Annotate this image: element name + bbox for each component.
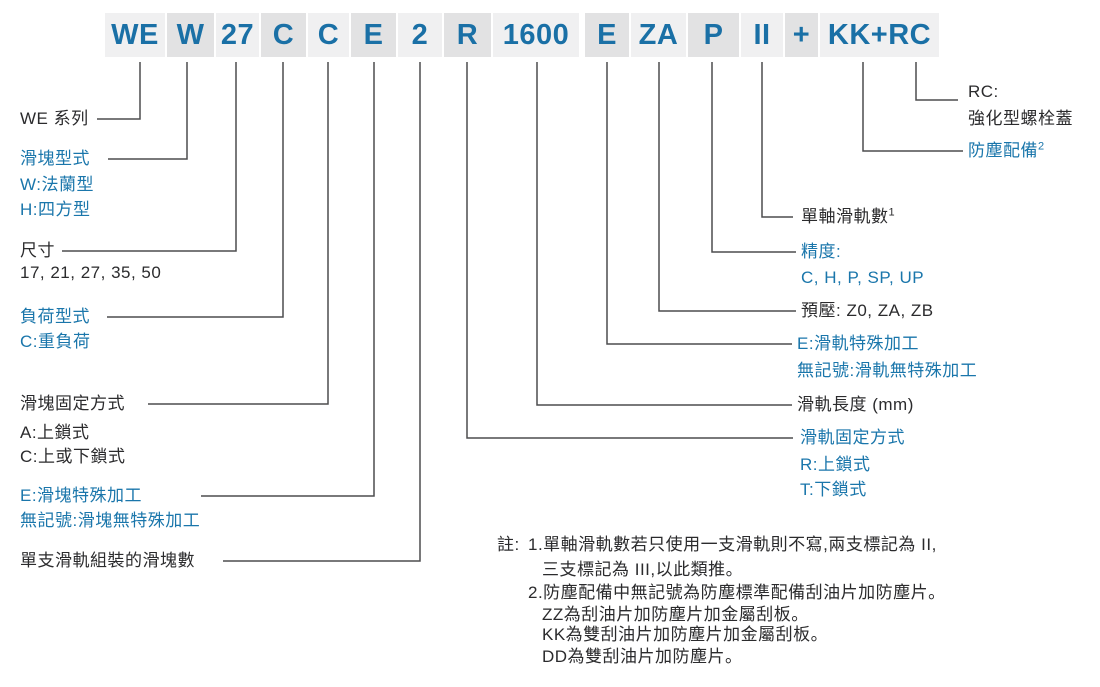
code-token-block-type: W <box>167 13 214 57</box>
code-token-block-fix: C <box>308 13 349 57</box>
label-block-type-title: 滑塊型式 <box>20 149 90 168</box>
footnote-line: 2.防塵配備中無記號為防塵標準配備刮油片加防塵片。 <box>528 583 946 602</box>
connector-rc <box>915 62 958 101</box>
label-size-title: 尺寸 <box>20 241 55 260</box>
label-load-type-title: 負荷型式 <box>20 307 90 326</box>
rails-count-footnote-marker: 1 <box>888 206 896 219</box>
code-token-preload: ZA <box>631 13 686 57</box>
code-token-dust-proof: KK+RC <box>820 13 939 57</box>
label-rail-special-e: E:滑軌特殊加工 <box>797 334 920 353</box>
code-token-block-count: 2 <box>398 13 442 57</box>
code-token-plus: + <box>785 13 818 57</box>
label-rail-fix-title: 滑軌固定方式 <box>800 428 905 447</box>
label-rails-count: 單軸滑軌數1 <box>801 206 896 226</box>
footnote-line: ZZ為刮油片加防塵片加金屬刮板。 <box>542 605 809 624</box>
code-token-series: WE <box>105 13 165 57</box>
label-load-type-c: C:重負荷 <box>20 332 91 351</box>
connector-block-type <box>108 62 188 160</box>
label-block-fix-title: 滑塊固定方式 <box>20 394 125 413</box>
label-rc-title: RC: <box>968 82 999 101</box>
code-token-block-special: E <box>351 13 396 57</box>
connector-we-series <box>97 62 141 120</box>
connector-blocks-per-rail <box>223 62 421 562</box>
footnote-line: 1.單軸滑軌數若只使用一支滑軌則不寫,兩支標記為 II, <box>528 535 937 554</box>
dust-proof-footnote-marker: 2 <box>1038 140 1045 153</box>
label-rail-special-none: 無記號:滑軌無特殊加工 <box>797 361 978 380</box>
code-token-load-type: C <box>261 13 306 57</box>
label-preload: 預壓: Z0, ZA, ZB <box>801 301 934 320</box>
label-block-special-none: 無記號:滑塊無特殊加工 <box>20 511 201 530</box>
code-token-rail-fix: R <box>444 13 491 57</box>
label-rail-fix-r: R:上鎖式 <box>800 455 871 474</box>
footnote-prefix: 註: <box>497 535 520 554</box>
label-precision-values: C, H, P, SP, UP <box>801 268 925 287</box>
connector-precision <box>711 62 796 253</box>
footnote-line: 三支標記為 III,以此類推。 <box>542 560 744 579</box>
label-we-series: WE 系列 <box>20 109 89 128</box>
footnote-line: DD為雙刮油片加防塵片。 <box>542 647 743 666</box>
connector-preload <box>658 62 796 312</box>
label-rc-desc: 強化型螺栓蓋 <box>968 109 1073 128</box>
label-block-fix-c: C:上或下鎖式 <box>20 447 126 466</box>
code-token-size: 27 <box>216 13 259 57</box>
connector-rail-length <box>536 62 792 406</box>
code-token-rail-length: 1600 <box>493 13 579 57</box>
connector-rail-special <box>606 62 792 345</box>
label-rail-fix-t: T:下鎖式 <box>800 480 867 499</box>
label-blocks-per-rail: 單支滑軌組裝的滑塊數 <box>20 551 195 570</box>
code-token-rail-special: E <box>585 13 629 57</box>
label-block-special-e: E:滑塊特殊加工 <box>20 486 143 505</box>
label-precision-title: 精度: <box>801 242 842 261</box>
connector-rails-count <box>761 62 793 218</box>
connector-rail-fix <box>466 62 793 439</box>
label-block-type-w: W:法蘭型 <box>20 175 94 194</box>
label-block-type-h: H:四方型 <box>20 200 91 219</box>
label-rail-length: 滑軌長度 (mm) <box>797 395 914 414</box>
label-block-fix-a: A:上鎖式 <box>20 423 90 442</box>
label-dust-proof: 防塵配備2 <box>968 140 1045 160</box>
code-token-rails-count: II <box>741 13 783 57</box>
connector-dust-proof <box>862 62 963 152</box>
code-token-precision: P <box>688 13 739 57</box>
connector-block-fix <box>148 62 329 405</box>
footnote-line: KK為雙刮油片加防塵片加金屬刮板。 <box>542 625 829 644</box>
label-size-values: 17, 21, 27, 35, 50 <box>20 263 162 282</box>
connector-block-special <box>201 62 375 497</box>
